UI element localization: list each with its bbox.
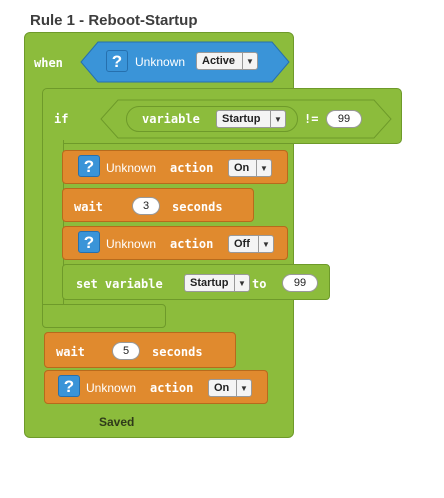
chevron-down-icon: ▼ — [256, 160, 271, 176]
chevron-down-icon: ▼ — [270, 111, 285, 127]
action3-value-dropdown[interactable]: On ▼ — [208, 379, 252, 397]
wait2-value-input[interactable]: 5 — [112, 342, 140, 360]
action1-device-label: Unknown — [106, 161, 157, 175]
wait2-keyword: wait — [56, 345, 85, 359]
action1-value: On — [234, 162, 250, 174]
action-block-3[interactable] — [44, 370, 268, 404]
chevron-down-icon: ▼ — [258, 236, 273, 252]
action1-keyword: action — [170, 161, 214, 175]
when-label: when — [34, 56, 63, 70]
wait1-unit: seconds — [172, 200, 223, 214]
if-block-left-arm — [42, 140, 64, 310]
chevron-down-icon: ▼ — [234, 275, 249, 291]
condition-variable-keyword: variable — [142, 112, 200, 126]
set-variable-dropdown[interactable]: Startup ▼ — [184, 274, 250, 292]
condition-operator: != — [304, 112, 319, 126]
rule-title: Rule 1 - Reboot-Startup — [30, 12, 198, 29]
action3-device-label: Unknown — [86, 381, 137, 395]
trigger-state-dropdown[interactable]: Active ▼ — [196, 52, 258, 70]
wait-block-2[interactable] — [44, 332, 236, 368]
wait2-unit: seconds — [152, 345, 203, 359]
action3-keyword: action — [150, 381, 194, 395]
action3-value: On — [214, 382, 230, 394]
trigger-state-value: Active — [202, 55, 236, 67]
saved-status: Saved — [99, 415, 135, 429]
action2-value: Off — [234, 238, 250, 250]
condition-value-input[interactable]: 99 — [326, 110, 362, 128]
action2-unknown-device-icon[interactable]: ? — [78, 231, 100, 253]
wait1-value-input[interactable]: 3 — [132, 197, 160, 215]
action2-value-dropdown[interactable]: Off ▼ — [228, 235, 274, 253]
if-label: if — [54, 112, 69, 126]
trigger-device-label: Unknown — [135, 55, 186, 69]
condition-variable-name: Startup — [222, 113, 261, 125]
trigger-unknown-device-icon[interactable]: ? — [106, 50, 128, 72]
if-block-footer — [42, 304, 166, 328]
wait1-keyword: wait — [74, 200, 103, 214]
action3-unknown-device-icon[interactable]: ? — [58, 375, 80, 397]
action2-device-label: Unknown — [106, 237, 157, 251]
chevron-down-icon: ▼ — [242, 53, 257, 69]
set-variable-name: Startup — [190, 277, 229, 289]
set-variable-keyword: set variable — [76, 277, 163, 291]
chevron-down-icon: ▼ — [236, 380, 251, 396]
action1-value-dropdown[interactable]: On ▼ — [228, 159, 272, 177]
condition-variable-dropdown[interactable]: Startup ▼ — [216, 110, 286, 128]
set-variable-to-keyword: to — [252, 277, 267, 291]
set-variable-value-input[interactable]: 99 — [282, 274, 318, 292]
action1-unknown-device-icon[interactable]: ? — [78, 155, 100, 177]
action2-keyword: action — [170, 237, 214, 251]
